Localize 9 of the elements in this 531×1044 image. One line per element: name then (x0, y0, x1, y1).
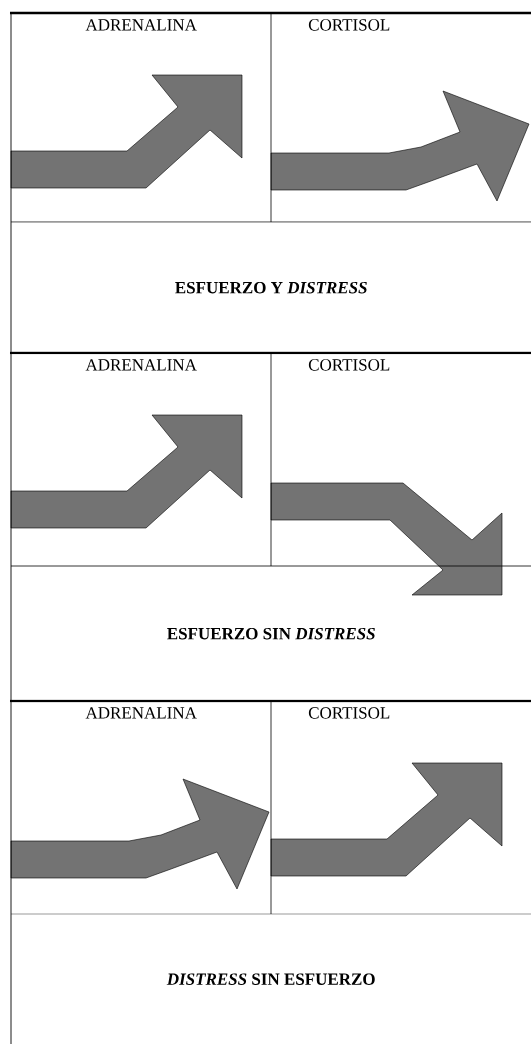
cell-heading: ADRENALINA (85, 19, 197, 31)
cell-heading: ADRENALINA (85, 359, 197, 371)
cell-heading: ADRENALINA (85, 707, 197, 719)
cell-heading: CORTISOL (308, 19, 390, 31)
row-caption: ESFUERZO SIN DISTRESS (167, 628, 375, 640)
row-caption: ESFUERZO Y DISTRESS (175, 282, 367, 294)
cell-heading: CORTISOL (308, 707, 390, 719)
row-caption: DISTRESS SIN ESFUERZO (166, 973, 375, 985)
cell-heading: CORTISOL (308, 359, 390, 371)
